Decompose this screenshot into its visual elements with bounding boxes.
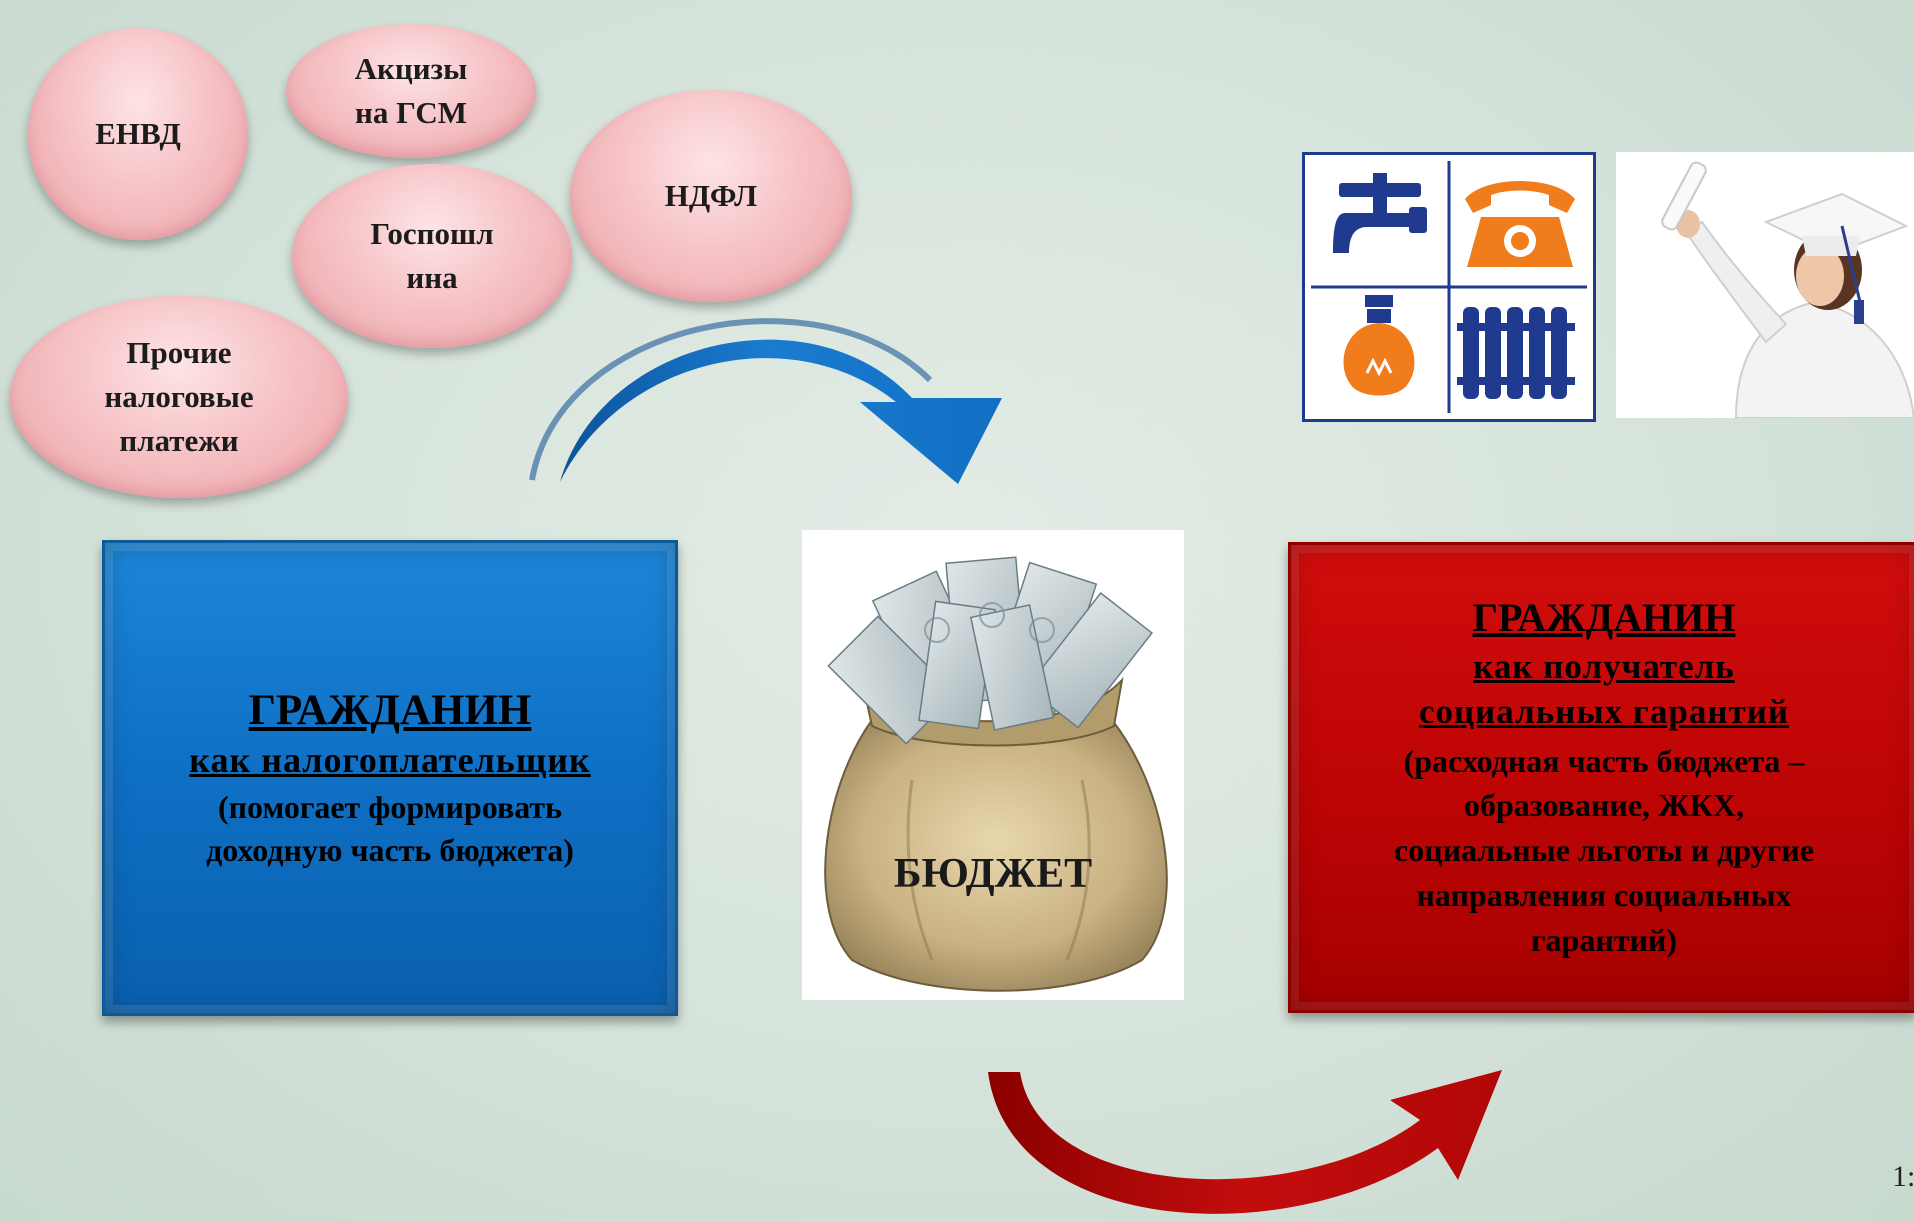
- bubble-excise: Акцизы на ГСМ: [286, 24, 536, 158]
- taxpayer-note-line-2: доходную часть бюджета): [206, 832, 574, 869]
- recipient-note-line-3: социальные льготы и другие: [1394, 832, 1814, 869]
- bubble-other-line-3: платежи: [119, 423, 239, 458]
- bubble-ndfl: НДФЛ: [570, 90, 852, 302]
- recipient-note-line-4: направления социальных: [1416, 876, 1792, 913]
- taxpayer-note-line-1: (помогает формировать: [217, 789, 563, 826]
- budget-label: БЮДЖЕТ: [893, 851, 1093, 897]
- recipient-subtitle-line-2: социальных гарантий: [1418, 692, 1790, 732]
- light-bulb-icon: [1343, 295, 1415, 396]
- graduate-icon: [1661, 161, 1914, 418]
- taxpayer-subtitle: как налогоплательщик: [189, 740, 591, 781]
- bubble-other-line-2: налоговые: [104, 378, 254, 414]
- bubble-ndfl-line-1: НДФЛ: [664, 177, 758, 213]
- bubble-envd: ЕНВД: [28, 28, 248, 240]
- bubble-other-line-1: Прочие: [126, 334, 232, 370]
- bubble-duty: Госпошл ина: [292, 164, 572, 348]
- bubble-duty-line-2: ина: [406, 260, 458, 295]
- taxpayer-box: ГРАЖДАНИН как налогоплательщик (помогает…: [102, 540, 678, 1016]
- bubble-duty-line-1: Госпошл: [370, 215, 494, 251]
- bubble-excise-line-1: Акцизы: [354, 50, 468, 86]
- graduate-photo: [1616, 152, 1914, 418]
- utilities-icon-panel: [1302, 152, 1596, 422]
- recipient-note-line-1: (расходная часть бюджета –: [1403, 742, 1805, 779]
- taxpayer-title: ГРАЖДАНИН: [248, 686, 532, 734]
- radiator-icon: [1457, 307, 1575, 399]
- budget-image: БЮДЖЕТ: [802, 530, 1184, 1000]
- bubble-other-taxes: Прочие налоговые платежи: [10, 296, 348, 498]
- bubble-excise-line-2: на ГСМ: [354, 95, 468, 130]
- recipient-subtitle-line-1: как получатель: [1473, 646, 1735, 686]
- utilities-grid: [1311, 161, 1587, 413]
- recipient-box: ГРАЖДАНИН как получатель социальных гара…: [1288, 542, 1914, 1013]
- water-tap-icon: [1333, 173, 1427, 253]
- recipient-note-line-2: образование, ЖКХ,: [1464, 787, 1744, 824]
- bubble-envd-line-1: ЕНВД: [95, 115, 181, 151]
- telephone-icon: [1465, 181, 1575, 267]
- recipient-note-line-5: гарантий): [1530, 921, 1677, 958]
- money-bag-icon: [824, 556, 1168, 992]
- page-number: 1:: [1892, 1160, 1914, 1193]
- recipient-title: ГРАЖДАНИН: [1472, 595, 1736, 641]
